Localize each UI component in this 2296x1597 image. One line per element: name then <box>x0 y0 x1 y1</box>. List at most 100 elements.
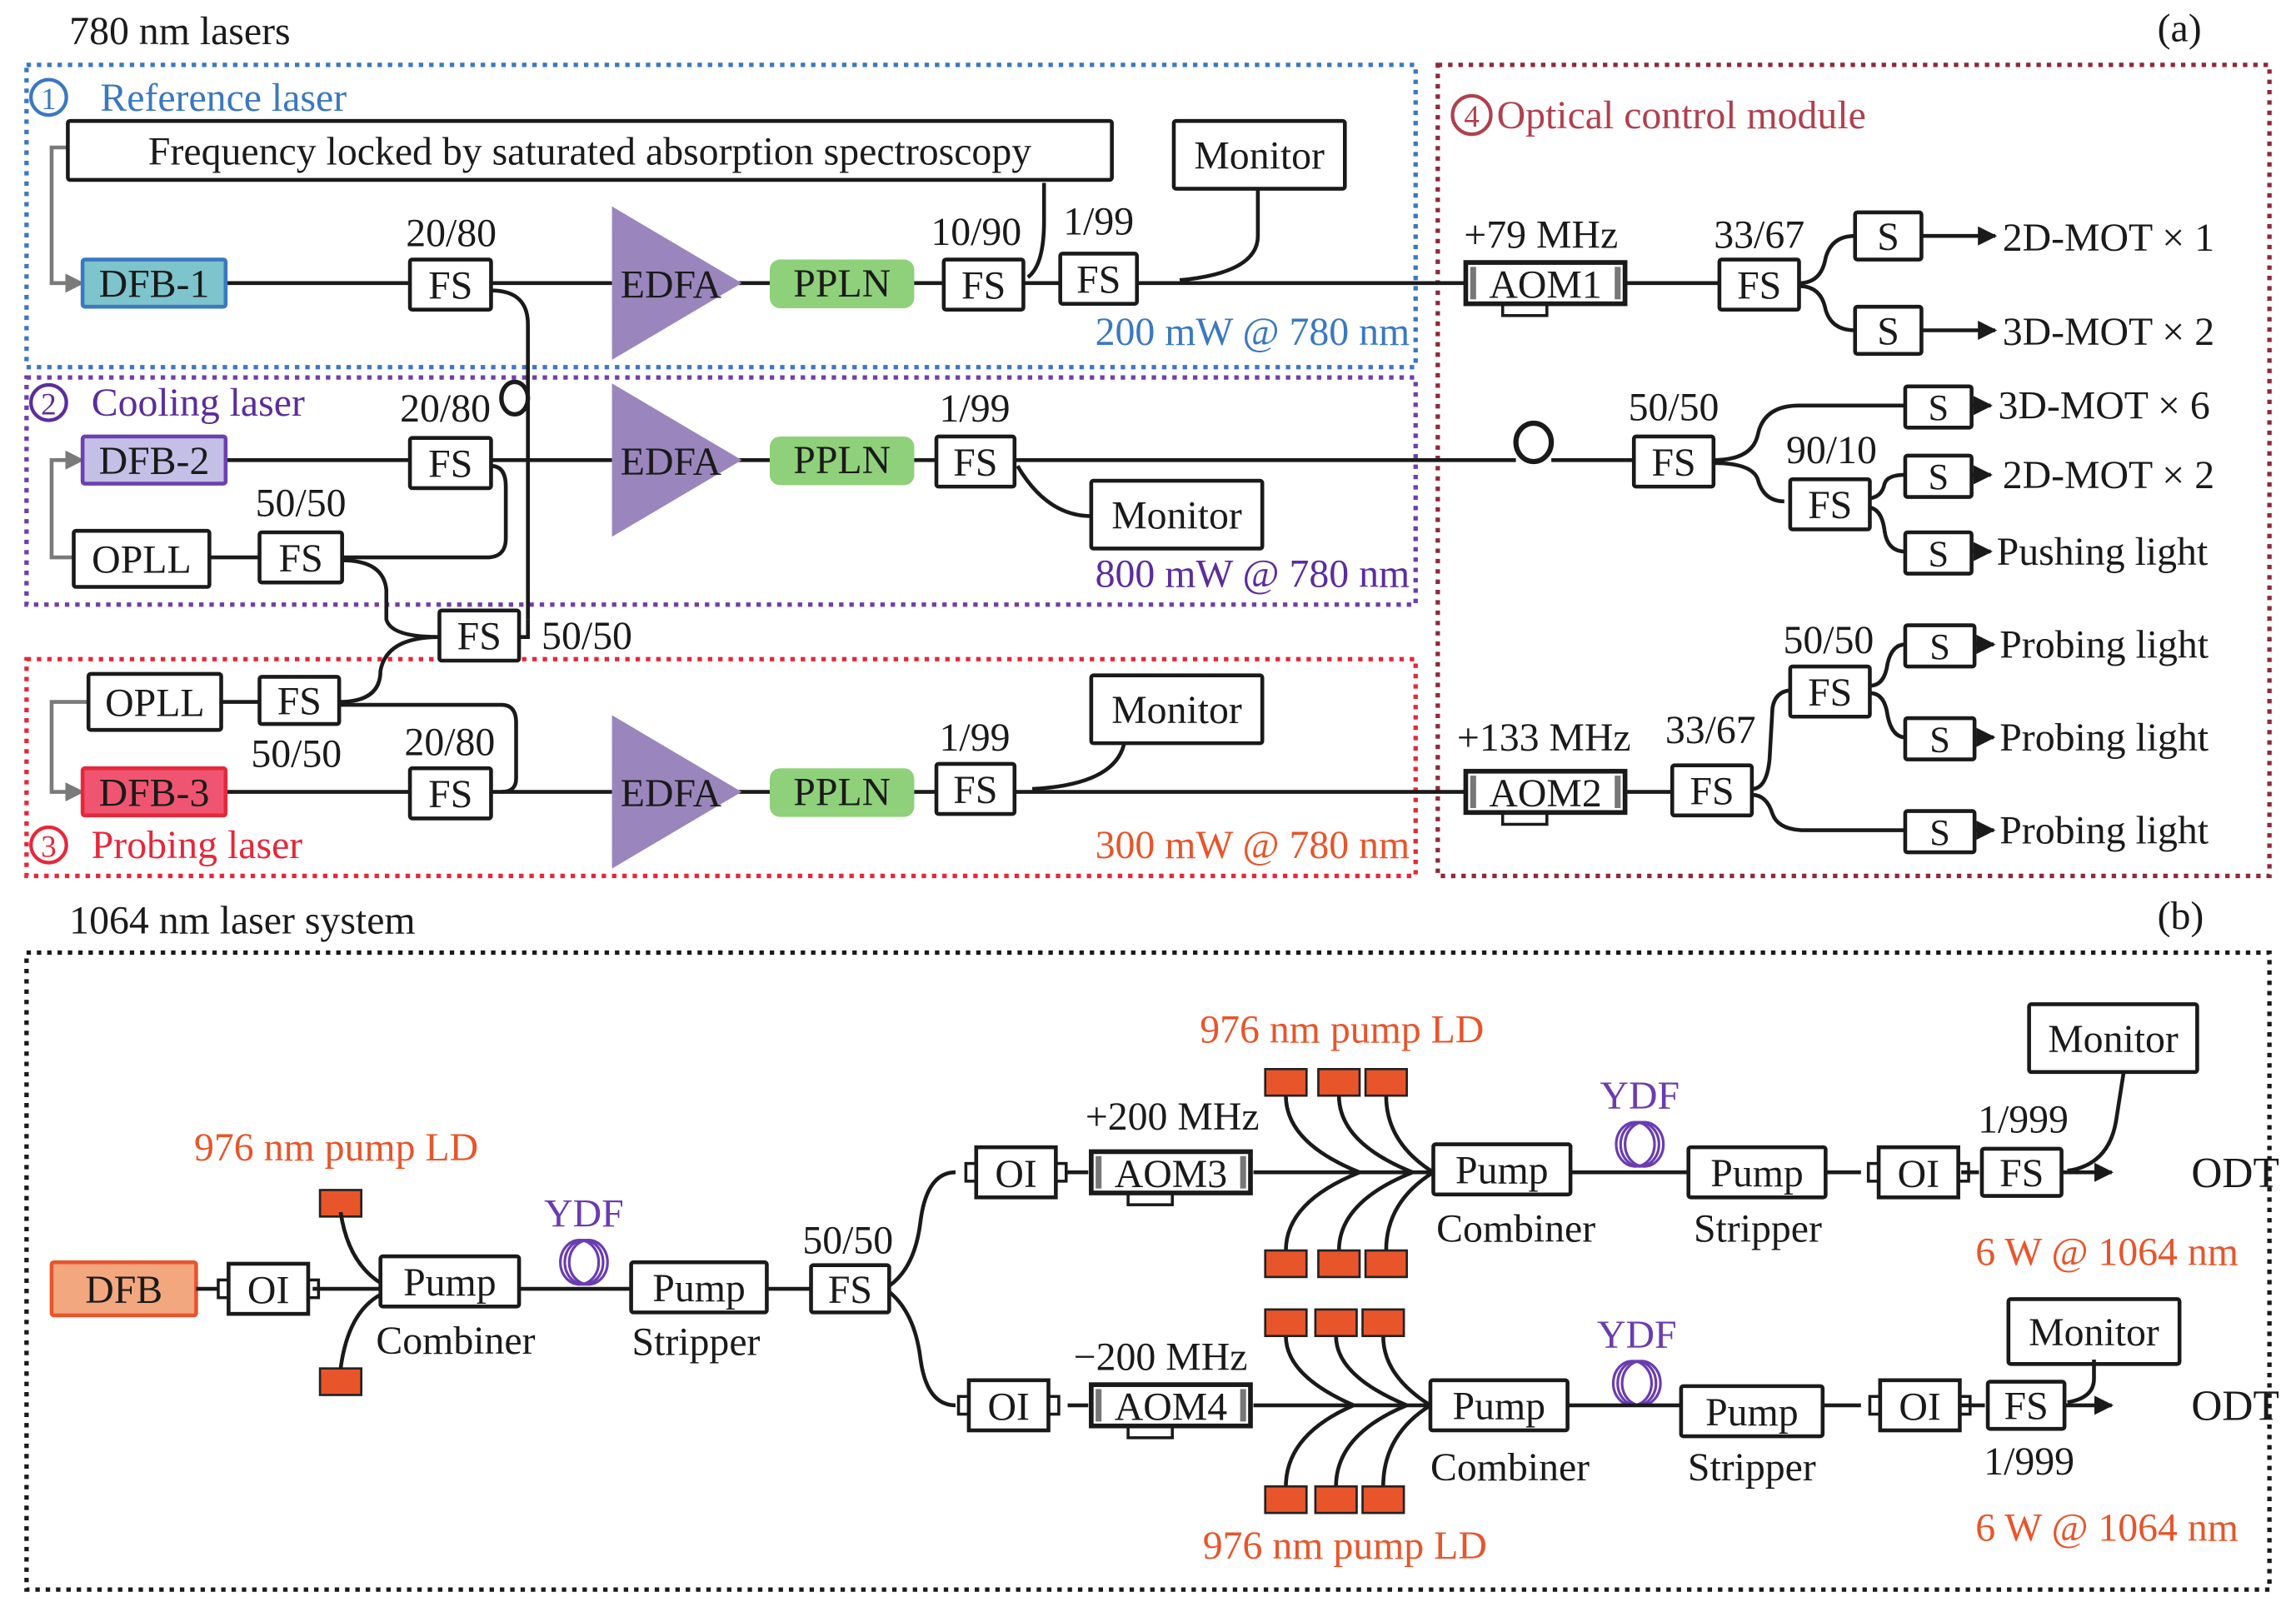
fiber-splitter-label: FS <box>428 772 472 816</box>
pump-laser-diode[interactable] <box>1264 1308 1308 1338</box>
fiber-splitter[interactable]: FS <box>257 675 342 726</box>
pump-combiner[interactable]: Pump <box>378 1254 522 1309</box>
output-label: Probing light <box>1999 716 2209 760</box>
ratio-label: 50/50 <box>256 482 347 526</box>
ppln-crystal-ref[interactable]: PPLN <box>769 259 915 308</box>
shutter[interactable]: S <box>1853 210 1924 262</box>
monitor-box-1064-upper[interactable]: Monitor <box>2027 1002 2199 1075</box>
optical-isolator[interactable]: OI <box>956 1378 1061 1433</box>
dfb-3-laser[interactable]: DFB-3 <box>80 766 228 818</box>
fiber-splitter[interactable]: FS <box>809 1263 891 1315</box>
optical-isolator-body <box>1878 1378 1962 1433</box>
shutter[interactable]: S <box>1903 623 1977 669</box>
power-1064-upper: 6 W @ 1064 nm <box>1975 1230 2239 1275</box>
output-label: 2D-MOT × 2 <box>2003 453 2214 497</box>
amplifier-triangle-icon <box>611 206 742 360</box>
edfa-amplifier-ref[interactable]: EDFA <box>611 206 742 360</box>
fiber-splitter-combiner[interactable]: FS <box>437 608 522 663</box>
monitor-box-1064-lower[interactable]: Monitor <box>2006 1297 2182 1366</box>
optical-isolator-body <box>974 1145 1058 1200</box>
section-number-badge <box>29 382 68 422</box>
fiber-splitter[interactable]: FS <box>257 530 344 585</box>
pump-laser-diode[interactable] <box>1264 1249 1308 1279</box>
fiber-splitter[interactable]: FS <box>941 257 1026 312</box>
shutter[interactable]: S <box>1903 453 1974 499</box>
dfb-1064-laser[interactable]: DFB <box>49 1260 198 1318</box>
fiber-splitter-body <box>1788 477 1872 532</box>
fiber-splitter[interactable]: FS <box>1985 1380 2067 1431</box>
shutter-label: S <box>1877 309 1899 353</box>
pump-combiner[interactable]: Pump <box>1431 1142 1573 1197</box>
fiber-splitter[interactable]: FS <box>1788 664 1872 719</box>
power-probing: 300 mW @ 780 nm <box>1096 823 1410 867</box>
monitor-box-cool[interactable]: Monitor <box>1089 478 1265 551</box>
dfb-2-laser-label: DFB-2 <box>99 439 210 483</box>
fiber-splitter-label: FS <box>428 263 472 307</box>
fiber-splitter[interactable]: FS <box>407 257 493 312</box>
aom2[interactable]: AOM2 <box>1463 768 1628 826</box>
reference-laser-header: 1 Reference laser <box>29 76 347 120</box>
pump-laser-diode[interactable] <box>1264 1067 1308 1097</box>
pump-laser-diode[interactable] <box>1314 1485 1358 1515</box>
fiber-splitter[interactable]: FS <box>934 434 1017 489</box>
fiber-splitter[interactable]: FS <box>1717 257 1801 312</box>
optical-isolator[interactable]: OI <box>1866 1145 1970 1200</box>
sas-lock-box[interactable]: Frequency locked by saturated absorption… <box>66 118 1114 182</box>
shutter-body <box>1903 716 1977 761</box>
pump-stripper[interactable]: Pump <box>1686 1145 1828 1200</box>
pump-laser-diode[interactable] <box>1364 1067 1408 1097</box>
stripper-label: Stripper <box>1688 1445 1816 1490</box>
dfb-1064-laser-label: DFB <box>85 1268 162 1312</box>
pump-fiber <box>1384 1095 1435 1175</box>
shutter[interactable]: S <box>1853 304 1924 357</box>
pump-stripper[interactable]: Pump <box>1679 1384 1825 1439</box>
pump-fiber <box>1284 1095 1360 1175</box>
aom4[interactable]: AOM4 <box>1089 1382 1253 1440</box>
opll-box-probe-body <box>86 671 223 732</box>
power-cooling: 800 mW @ 780 nm <box>1096 551 1410 596</box>
aom3[interactable]: AOM3 <box>1089 1149 1253 1206</box>
shutter[interactable]: S <box>1903 530 1974 576</box>
shutter[interactable]: S <box>1903 384 1974 430</box>
fiber-splitter[interactable]: FS <box>407 766 493 821</box>
ppln-crystal-probe[interactable]: PPLN <box>769 768 915 817</box>
ratio-label: 20/80 <box>400 387 491 431</box>
dfb-1-laser-body <box>80 257 228 309</box>
optical-isolator[interactable]: OI <box>1868 1378 1972 1433</box>
pump-laser-diode[interactable] <box>1361 1308 1405 1338</box>
fiber-splitter[interactable]: FS <box>1058 252 1140 306</box>
fiber-splitter[interactable]: FS <box>407 436 493 491</box>
pump-laser-diode[interactable] <box>1361 1485 1405 1515</box>
pump-laser-diode[interactable] <box>1364 1249 1408 1279</box>
fiber-splitter[interactable]: FS <box>1788 477 1872 532</box>
pump-stripper[interactable]: Pump <box>629 1260 769 1315</box>
aom1[interactable]: AOM1 <box>1463 260 1628 317</box>
pump-laser-diode[interactable] <box>1317 1067 1361 1097</box>
fiber-splitter[interactable]: FS <box>1670 763 1754 818</box>
section-number-badge <box>1450 93 1493 137</box>
opll-box-cool[interactable]: OPLL <box>72 528 212 589</box>
output-label: 3D-MOT × 2 <box>2003 310 2214 354</box>
optical-isolator[interactable]: OI <box>964 1145 1068 1200</box>
monitor-box-probe[interactable]: Monitor <box>1089 673 1265 746</box>
monitor-box-ref[interactable]: Monitor <box>1171 118 1347 191</box>
shutter[interactable]: S <box>1903 809 1977 855</box>
optical-isolator[interactable]: OI <box>217 1261 321 1316</box>
opll-box-probe[interactable]: OPLL <box>86 671 223 732</box>
fiber-splitter[interactable]: FS <box>1631 434 1716 489</box>
edfa-amplifier-probe[interactable]: EDFA <box>611 715 742 869</box>
dfb-1-laser[interactable]: DFB-1 <box>80 257 228 309</box>
pump-laser-diode[interactable] <box>318 1367 362 1396</box>
pump-laser-diode[interactable] <box>1314 1308 1358 1338</box>
pump-laser-diode[interactable] <box>1317 1249 1361 1279</box>
fiber-splitter[interactable]: FS <box>1979 1146 2064 1198</box>
fiber-splitter[interactable]: FS <box>934 761 1017 816</box>
ratio-label: 20/80 <box>404 720 495 764</box>
pump-combiner[interactable]: Pump <box>1428 1378 1570 1433</box>
ppln-crystal-cool[interactable]: PPLN <box>769 436 915 486</box>
panel-a-tag: (a) <box>2158 7 2202 51</box>
dfb-2-laser[interactable]: DFB-2 <box>80 434 228 486</box>
edfa-amplifier-cool[interactable]: EDFA <box>611 383 742 537</box>
pump-laser-diode[interactable] <box>1264 1485 1308 1515</box>
shutter[interactable]: S <box>1903 716 1977 761</box>
